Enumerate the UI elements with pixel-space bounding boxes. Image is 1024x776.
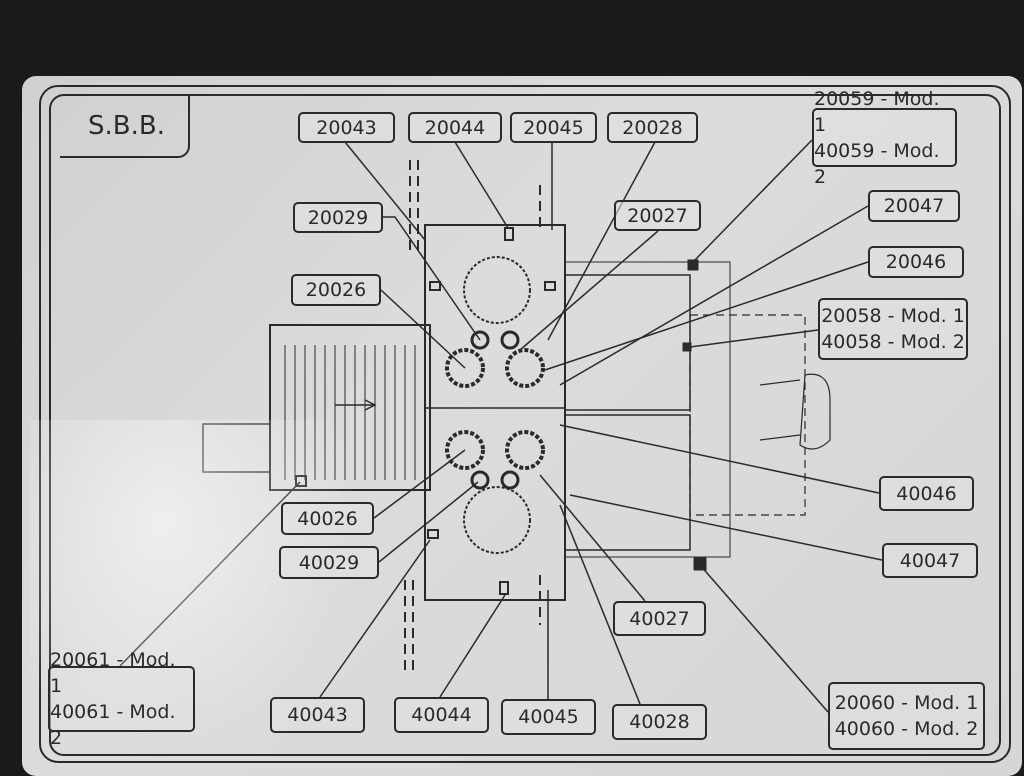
label-20060: 20060 - Mod. 1 40060 - Mod. 2: [828, 682, 985, 750]
label-line-2: 40058 - Mod. 2: [821, 331, 965, 353]
label-line-1: 20058 - Mod. 1: [821, 305, 965, 327]
roller-20027: [505, 348, 545, 388]
label-20028: 20028: [607, 112, 698, 143]
label-40029: 40029: [279, 546, 379, 579]
roller-40027: [505, 430, 545, 470]
label-line-1: 20059 - Mod. 1: [814, 87, 940, 136]
label-20043: 20043: [298, 112, 395, 143]
label-20044: 20044: [408, 112, 502, 143]
label-line-2: 40061 - Mod. 2: [50, 701, 176, 749]
label-line-2: 40059 - Mod. 2: [814, 139, 940, 188]
label-20027: 20027: [614, 200, 701, 231]
roller-20026: [445, 348, 485, 388]
label-40047: 40047: [882, 543, 978, 578]
operator-area: [689, 314, 806, 516]
roller-40026: [445, 430, 485, 470]
lower-reel: [463, 486, 531, 554]
label-20026: 20026: [291, 274, 381, 306]
label-line-1: 20060 - Mod. 1: [834, 692, 979, 714]
label-20047: 20047: [868, 190, 960, 222]
flow-arrow: [335, 399, 377, 411]
label-line-1: 20061 - Mod. 1: [50, 649, 176, 697]
label-40043: 40043: [270, 697, 365, 733]
lower-unit: [564, 414, 691, 551]
label-20059: 20059 - Mod. 1 40059 - Mod. 2: [812, 88, 957, 188]
label-20061: 20061 - Mod. 1 40061 - Mod. 2: [48, 649, 195, 749]
label-20029: 20029: [293, 202, 383, 233]
label-40044: 40044: [394, 697, 489, 733]
operator-figure: [759, 373, 831, 450]
label-20058: 20058 - Mod. 1 40058 - Mod. 2: [818, 298, 968, 360]
label-20045: 20045: [510, 112, 597, 143]
label-40026: 40026: [281, 502, 374, 535]
label-40045: 40045: [501, 699, 596, 735]
upper-reel: [463, 256, 531, 324]
label-40046: 40046: [879, 476, 974, 511]
label-20046: 20046: [868, 246, 964, 278]
label-40027: 40027: [613, 601, 706, 636]
label-40028: 40028: [612, 704, 707, 740]
diagram-title: S.B.B.: [60, 95, 190, 158]
label-line-2: 40060 - Mod. 2: [834, 718, 979, 740]
